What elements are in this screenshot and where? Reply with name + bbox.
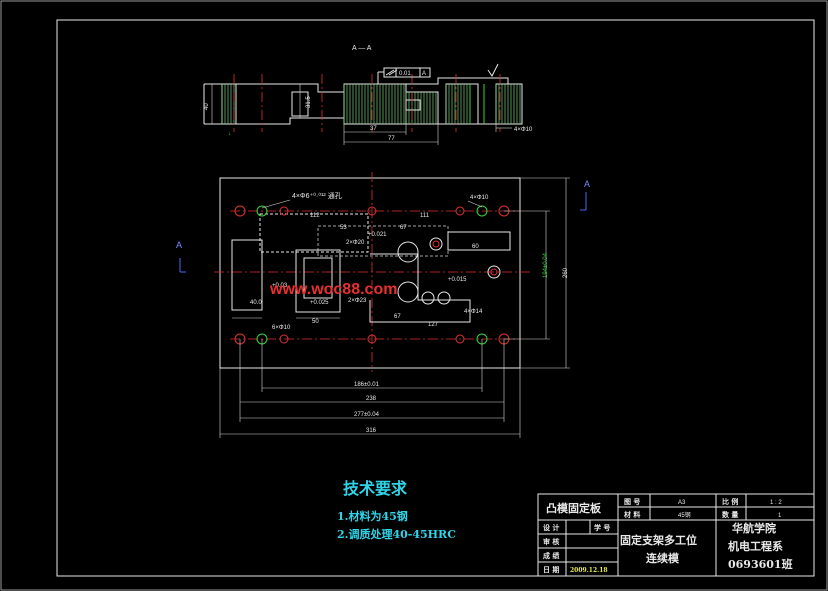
plan-annotations: 4×Φ6⁺⁰·⁰¹² 通孔 4×Φ10 2×Φ20 2×Φ23 4×Φ14 6×… — [219, 177, 570, 438]
note-2x23: 2×Φ23 — [348, 298, 367, 304]
tech-item-2: 2.调质处理40-45HRC — [337, 527, 456, 541]
tb-material: 45钢 — [678, 511, 691, 519]
dim-31-5: 31.5 — [306, 96, 312, 108]
marker-label-left: A — [176, 240, 182, 250]
dim-50: 50 — [312, 319, 319, 325]
tech-requirements: 技术要求 1.材料为45钢 2.调质处理40-45HRC — [337, 479, 456, 541]
dim-127: 127 — [428, 322, 439, 328]
dim-53: 53 — [340, 225, 347, 231]
tb-score: 成 绩 — [543, 551, 559, 560]
dim-40-0: 40.0 — [250, 300, 262, 306]
tech-title: 技术要求 — [343, 479, 408, 498]
tolerance-value: 0.01 — [399, 71, 411, 77]
note-holes-right: 4×Φ10 — [470, 195, 489, 201]
tb-student: 学 号 — [594, 523, 610, 532]
tb-scale-label: 比 例 — [722, 497, 738, 506]
geometric-tolerance-frame: 0.01 A — [377, 67, 431, 84]
dim-0-025: +0.025 — [310, 300, 329, 306]
tb-qty: 1 — [778, 513, 782, 519]
note-holes-left: 4×Φ6⁺⁰·⁰¹² 通孔 — [292, 191, 342, 200]
section-dimensions: 40 31.5 37 77 4×Φ10 — [204, 84, 533, 145]
tb-project-2: 连续模 — [646, 551, 680, 565]
tb-project-1: 固定支架多工位 — [620, 533, 697, 547]
tb-school-3: 0693601班 — [728, 557, 793, 571]
plan-view: A A — [176, 172, 590, 438]
tb-school-1: 华航学院 — [732, 521, 776, 535]
tb-drawing-no: A3 — [678, 500, 686, 506]
sheet-inner-border — [56, 19, 815, 577]
note-4x14: 4×Φ14 — [464, 309, 483, 315]
section-marker-left: A — [176, 240, 186, 273]
part-name: 凸模固定板 — [546, 501, 602, 515]
title-block: 凸模固定板 图 号 A3 比 例 1 : 2 材 料 45钢 数 量 1 设 计… — [537, 493, 815, 577]
dim-40: 40 — [204, 103, 210, 110]
dim-37: 37 — [370, 126, 377, 132]
tb-date-label: 日 期 — [543, 565, 559, 574]
tb-qty-label: 数 量 — [722, 510, 738, 519]
dim-260: 260 — [563, 267, 569, 278]
tb-scale: 1 : 2 — [770, 500, 782, 506]
dim-111: 111 — [420, 213, 430, 219]
tb-review: 审 核 — [543, 537, 559, 546]
dim-0-03: +0.03 — [272, 283, 288, 289]
dim-77: 77 — [388, 136, 395, 142]
dim-112: 112 — [310, 213, 320, 219]
tolerance-datum: A — [422, 71, 426, 77]
dim-60: 60 — [472, 244, 479, 250]
tb-date: 2009.12.18 — [570, 567, 608, 574]
section-view: A — A — [203, 45, 533, 145]
dim-316: 316 — [366, 428, 377, 434]
dim-4x10: 4×Φ10 — [514, 127, 533, 133]
marker-label-right: A — [584, 179, 590, 189]
tb-school-2: 机电工程系 — [728, 539, 783, 553]
dim-194: 194±0.04 — [543, 252, 549, 278]
note-2x20: 2×Φ20 — [346, 240, 365, 246]
section-title: A — A — [352, 45, 372, 52]
dim-0-021: +0.021 — [368, 232, 387, 238]
roughness-symbol — [487, 63, 499, 77]
section-marker-right: A — [580, 179, 590, 211]
plate-outline — [219, 177, 521, 369]
watermark: www.woc88.com — [269, 281, 397, 298]
tb-design: 设 计 — [543, 523, 559, 532]
tb-drawing-no-label: 图 号 — [624, 497, 640, 506]
dim-277: 277±0.04 — [354, 412, 380, 418]
dim-67a: 67 — [400, 225, 407, 231]
tb-material-label: 材 料 — [623, 510, 640, 519]
tech-item-1: 1.材料为45钢 — [337, 509, 408, 523]
green-mark: ↓ — [228, 131, 231, 137]
dim-67b: 67 — [394, 314, 401, 320]
dim-238: 238 — [366, 396, 377, 402]
dim-186: 186±0.01 — [354, 382, 380, 388]
dim-0-015: +0.015 — [448, 277, 467, 283]
note-6x10: 6×Φ10 — [272, 325, 291, 331]
